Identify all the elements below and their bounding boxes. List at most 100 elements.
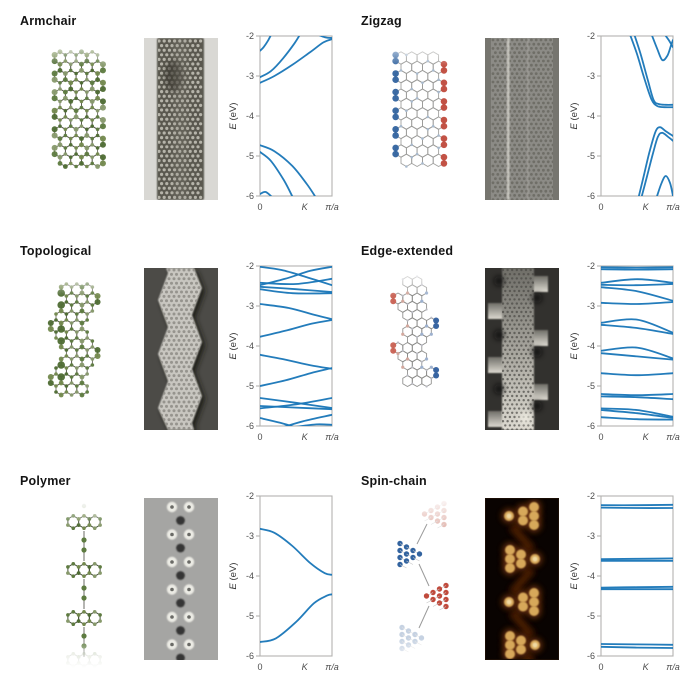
svg-text:K: K (302, 662, 309, 672)
svg-text:-5: -5 (246, 611, 254, 621)
svg-text:K: K (643, 202, 650, 212)
panel-title: Polymer (20, 474, 71, 488)
panel-title: Topological (20, 244, 92, 258)
svg-text:-4: -4 (246, 341, 254, 351)
svg-text:-4: -4 (246, 111, 254, 121)
svg-text:K: K (643, 662, 650, 672)
molecule-lattice (47, 282, 101, 398)
molecule-structure-illustration (375, 266, 475, 438)
svg-text:-2: -2 (587, 491, 595, 501)
molecule-lattice (392, 51, 448, 168)
svg-text:K: K (302, 432, 309, 442)
svg-text:0: 0 (257, 432, 262, 442)
panel-title: Armchair (20, 14, 77, 28)
stm-topography-image (485, 268, 559, 430)
svg-text:-4: -4 (587, 571, 595, 581)
svg-text:-2: -2 (587, 261, 595, 271)
svg-text:-6: -6 (246, 191, 254, 201)
svg-text:-3: -3 (246, 301, 254, 311)
stm-topography-image (485, 38, 559, 200)
svg-text:-6: -6 (587, 191, 595, 201)
stm-topography-image (144, 268, 218, 430)
molecule-structure-illustration (375, 36, 475, 208)
svg-text:-6: -6 (587, 651, 595, 661)
svg-text:-5: -5 (587, 381, 595, 391)
svg-text:π/a: π/a (666, 432, 680, 442)
plot-bands (601, 503, 673, 649)
plot-bands (260, 266, 332, 426)
stm-topography-image (144, 498, 218, 660)
svg-text:-3: -3 (587, 531, 595, 541)
plot-bands (601, 266, 673, 421)
panel-title: Spin-chain (361, 474, 427, 488)
svg-text:-4: -4 (246, 571, 254, 581)
svg-text:-3: -3 (246, 531, 254, 541)
svg-text:π/a: π/a (666, 662, 680, 672)
svg-text:E (eV): E (eV) (228, 563, 239, 590)
svg-text:-4: -4 (587, 111, 595, 121)
svg-text:-3: -3 (246, 71, 254, 81)
molecule-structure-illustration (34, 36, 134, 208)
svg-text:0: 0 (257, 662, 262, 672)
svg-text:-2: -2 (246, 31, 254, 41)
svg-text:π/a: π/a (325, 202, 339, 212)
svg-text:-6: -6 (246, 421, 254, 431)
svg-text:0: 0 (257, 202, 262, 212)
svg-text:E (eV): E (eV) (569, 563, 580, 590)
svg-text:-3: -3 (587, 71, 595, 81)
panel-title: Edge-extended (361, 244, 454, 258)
svg-text:-5: -5 (246, 151, 254, 161)
plot-bands (260, 36, 332, 196)
svg-text:-6: -6 (587, 421, 595, 431)
svg-text:π/a: π/a (325, 432, 339, 442)
svg-text:E (eV): E (eV) (569, 103, 580, 130)
svg-text:-2: -2 (246, 491, 254, 501)
svg-text:E (eV): E (eV) (569, 333, 580, 360)
svg-text:-5: -5 (246, 381, 254, 391)
plot-bands (629, 36, 673, 196)
svg-text:-2: -2 (246, 261, 254, 271)
svg-text:-3: -3 (587, 301, 595, 311)
panel-title: Zigzag (361, 14, 402, 28)
svg-text:E (eV): E (eV) (228, 333, 239, 360)
svg-text:π/a: π/a (325, 662, 339, 672)
svg-text:-4: -4 (587, 341, 595, 351)
svg-text:-5: -5 (587, 151, 595, 161)
svg-text:-2: -2 (587, 31, 595, 41)
svg-text:-6: -6 (246, 651, 254, 661)
molecule-structure-illustration (375, 496, 475, 668)
svg-text:0: 0 (598, 662, 603, 672)
svg-text:π/a: π/a (666, 202, 680, 212)
svg-text:K: K (302, 202, 309, 212)
